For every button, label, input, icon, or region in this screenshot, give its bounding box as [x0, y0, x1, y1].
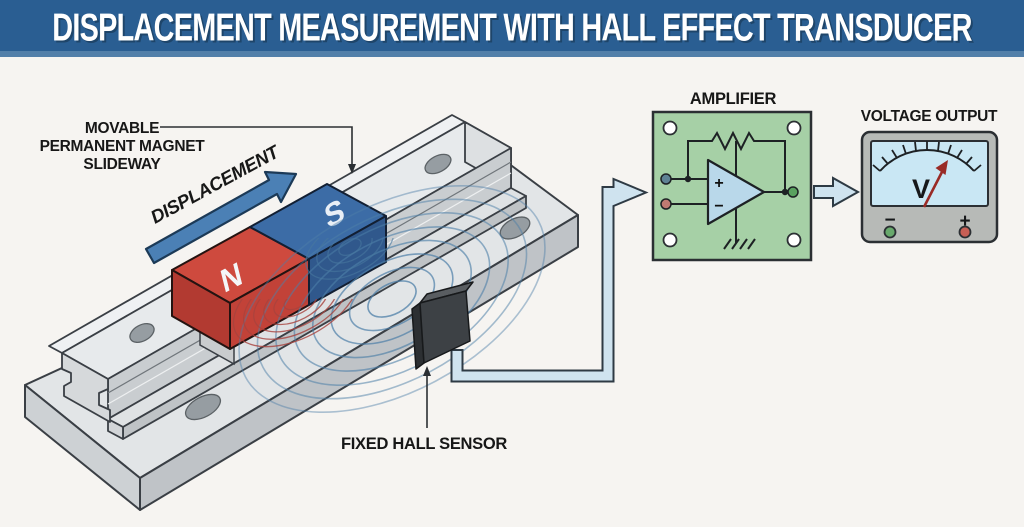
sensor-pointer-arrow — [423, 366, 431, 428]
title-banner — [0, 0, 1024, 51]
meter-needle — [922, 160, 948, 208]
sensor-signal-wire-arrow — [450, 177, 649, 383]
page-title: DISPLACEMENT MEASUREMENT WITH HALL EFFEC… — [52, 6, 972, 49]
meter-plus-sign: + — [959, 211, 970, 232]
amp-input-dot-top — [660, 173, 672, 185]
board-hole — [662, 120, 678, 136]
field-lines-blue-fan — [305, 238, 395, 280]
feedback-resistor — [687, 130, 786, 192]
ground-symbol — [723, 238, 756, 250]
page-title-shadow: DISPLACEMENT MEASUREMENT WITH HALL EFFEC… — [54, 8, 974, 51]
voltmeter-screen — [870, 140, 989, 207]
amplifier-label: AMPLIFIER — [690, 90, 777, 108]
meter-plus-terminal — [958, 225, 972, 239]
base-hole — [184, 393, 222, 421]
board-hole — [662, 232, 678, 248]
meter-minus-sign: − — [884, 210, 895, 231]
board-hole — [786, 120, 802, 136]
svg-text:PERMANENT MAGNET: PERMANENT MAGNET — [40, 138, 206, 155]
rail-hole — [129, 323, 155, 343]
field-lines-red — [232, 299, 360, 348]
rail-end-profile — [61, 352, 111, 423]
sensor-label: FIXED HALL SENSOR — [341, 435, 507, 453]
rail-hole — [424, 153, 452, 175]
opamp-triangle — [706, 158, 766, 226]
wire-junction — [684, 175, 692, 183]
wire-junction — [781, 188, 789, 196]
svg-text:MOVABLE: MOVABLE — [85, 120, 159, 137]
meter-scale — [872, 141, 982, 172]
board-hole — [786, 232, 802, 248]
mounting-holes — [129, 153, 531, 421]
magnet-south — [249, 183, 387, 306]
svg-text:SLIDEWAY: SLIDEWAY — [83, 156, 161, 173]
voltmeter-body: V − + — [860, 130, 999, 244]
circuit-wires — [666, 130, 791, 250]
amp-to-meter-arrow — [813, 176, 861, 208]
title-banner-strip — [0, 51, 1024, 57]
voltmeter-label: VOLTAGE OUTPUT — [861, 108, 998, 125]
amp-output-dot — [787, 186, 799, 198]
field-lines — [238, 184, 546, 414]
slideway-leader-arrow — [160, 126, 356, 174]
amplifier-board: + − — [651, 110, 813, 262]
meter-unit: V — [912, 174, 930, 204]
opamp-plus: + — [714, 175, 723, 192]
slideway-label: MOVABLE PERMANENT MAGNET SLIDEWAY — [40, 120, 206, 173]
displacement-arrow — [144, 170, 298, 265]
amp-input-dot-bottom — [660, 198, 672, 210]
opamp-minus: − — [714, 198, 723, 215]
hall-sensor — [411, 281, 474, 370]
meter-minus-terminal — [883, 225, 897, 239]
